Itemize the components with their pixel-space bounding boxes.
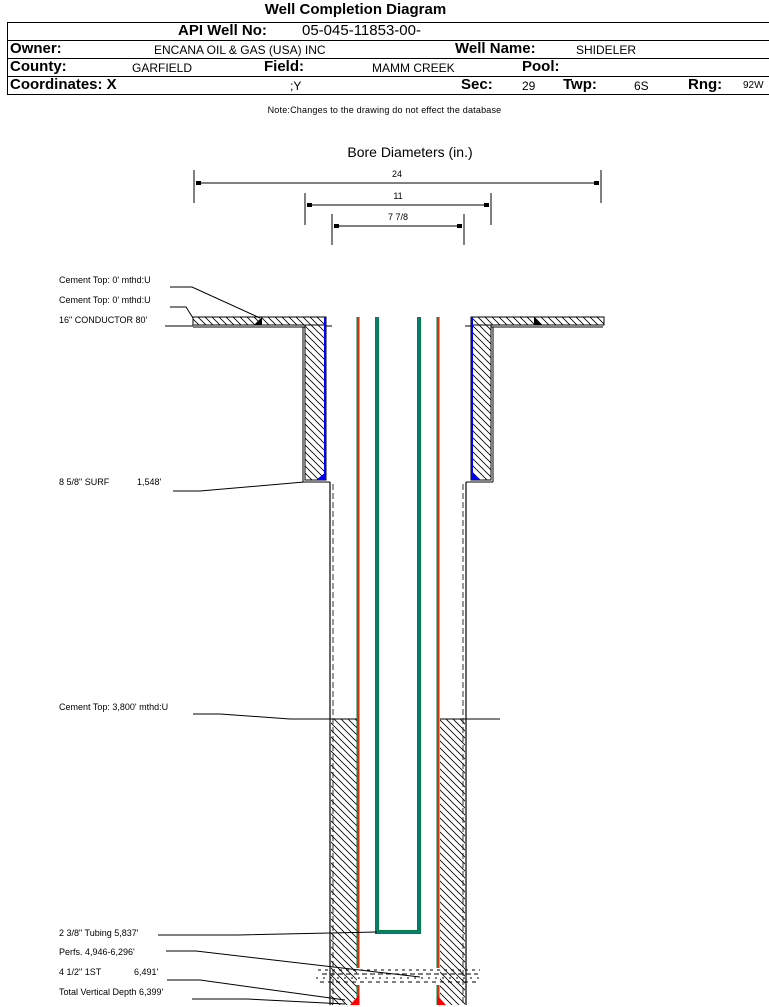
twp-label: Twp: (563, 76, 597, 93)
pool-label: Pool: (522, 58, 560, 75)
label-total-vertical-depth: Total Vertical Depth 6,399' (59, 987, 164, 997)
label-cement-top-3: Cement Top: 3,800' mthd:U (59, 702, 168, 712)
production-shoe-cement-right (437, 995, 446, 1005)
label-first-string: 4 1/2" 1ST (59, 967, 102, 977)
label-surface-depth: 1,548' (137, 477, 162, 487)
bore-label-7-7-8: 7 7/8 (388, 212, 408, 222)
label-first-string-depth: 6,491' (134, 967, 159, 977)
header-row-coordinates: Coordinates: X ;Y Sec: 29 Twp: 6S Rng: 9… (8, 76, 769, 95)
header-row-county: County: GARFIELD Field: MAMM CREEK Pool: (8, 58, 769, 77)
twp-value: 6S (634, 79, 649, 93)
perforations (316, 969, 482, 983)
production-casing (350, 317, 446, 1005)
sec-label: Sec: (461, 76, 493, 93)
coordinates-y: ;Y (290, 79, 302, 93)
label-conductor: 16" CONDUCTOR 80' (59, 315, 148, 325)
coordinates-label: Coordinates: X (10, 76, 117, 93)
production-cement (290, 718, 500, 1005)
county-value: GARFIELD (132, 61, 193, 75)
field-value: MAMM CREEK (372, 61, 455, 75)
owner-label: Owner: (10, 40, 62, 57)
surface-casing (302, 317, 494, 483)
production-shoe-cement-left (350, 995, 359, 1005)
rng-label: Rng: (688, 76, 723, 93)
owner-value: ENCANA OIL & GAS (USA) INC (154, 43, 326, 57)
surface-shoe-cement-right (471, 472, 481, 480)
bore-dimension-11: 11 (304, 191, 492, 225)
bore-diameters-title: Bore Diameters (in.) (347, 144, 472, 160)
leader-lines (158, 286, 421, 1005)
database-note: Note:Changes to the drawing do not effec… (267, 105, 502, 115)
cement-top-marker-right (534, 317, 542, 325)
api-value: 05-045-11853-00- (302, 22, 421, 39)
well-name-value: SHIDELER (576, 43, 637, 57)
header-row-owner: Owner: ENCANA OIL & GAS (USA) INC Well N… (8, 40, 769, 59)
bore-label-11: 11 (393, 191, 402, 201)
label-tubing: 2 3/8" Tubing 5,837' (59, 928, 139, 938)
well-name-label: Well Name: (455, 40, 536, 57)
well-header-table: API Well No: 05-045-11853-00- Owner: ENC… (7, 22, 769, 95)
cement-top-marker-left (254, 317, 262, 325)
sec-value: 29 (522, 79, 536, 93)
field-label: Field: (264, 58, 304, 75)
rng-value: 92W (743, 80, 764, 91)
bore-dimension-24: 24 (193, 169, 602, 203)
bore-dimension-7-7-8: 7 7/8 (331, 212, 465, 245)
api-label: API Well No: (178, 22, 267, 39)
bore-label-24: 24 (392, 169, 402, 179)
conductor-casing (165, 316, 605, 328)
surface-shoe-cement-left (316, 472, 326, 480)
tubing-string (375, 317, 421, 934)
label-surface-casing: 8 5/8" SURF (59, 477, 110, 487)
header-row-api: API Well No: 05-045-11853-00- (8, 22, 769, 41)
label-cement-top-1: Cement Top: 0' mthd:U (59, 275, 151, 285)
county-label: County: (10, 58, 67, 75)
page-title: Well Completion Diagram (264, 1, 447, 18)
label-cement-top-2: Cement Top: 0' mthd:U (59, 295, 151, 305)
label-perfs: Perfs. 4,946-6,296' (59, 947, 135, 957)
